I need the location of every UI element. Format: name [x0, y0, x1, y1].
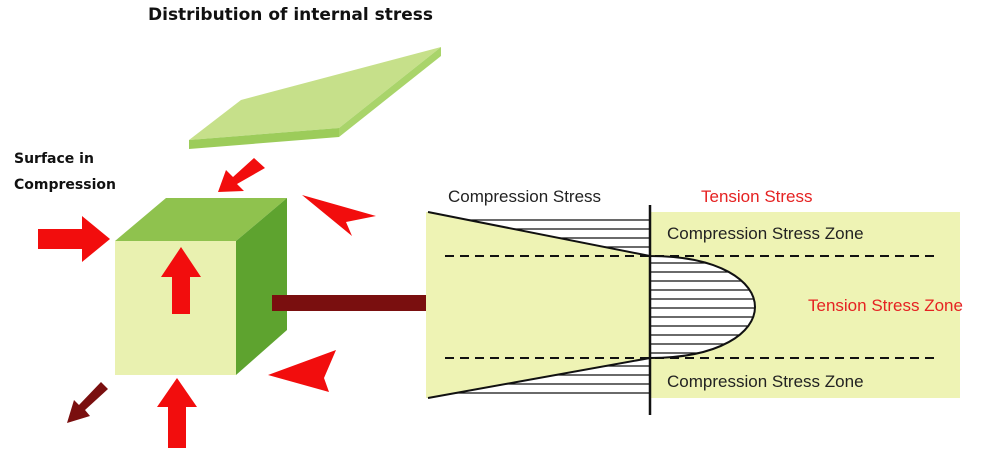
glass-slab: [189, 47, 441, 149]
compression-zone-top-label: Compression Stress Zone: [667, 224, 864, 243]
arrow-right-lower: [268, 350, 336, 392]
arrow-top-diag: [218, 158, 265, 192]
arrow-bottom-up: [157, 378, 197, 448]
compression-arrows: [38, 158, 376, 448]
tension-zone-label: Tension Stress Zone: [808, 296, 963, 315]
surface-label-line2: Compression: [14, 177, 116, 193]
diagram-title: Distribution of internal stress: [148, 5, 433, 25]
surface-label-line1: Surface in: [14, 151, 94, 167]
arrow-inner-up: [161, 247, 201, 314]
arrow-right-upper: [302, 195, 376, 236]
stress-profile: [427, 205, 756, 415]
glass-cube: [115, 198, 287, 375]
compression-zone-bottom-label: Compression Stress Zone: [667, 372, 864, 391]
arrow-down-left: [67, 382, 108, 423]
tension-stress-label: Tension Stress: [701, 187, 813, 206]
arrow-left: [38, 216, 110, 262]
compression-stress-label: Compression Stress: [448, 187, 602, 206]
